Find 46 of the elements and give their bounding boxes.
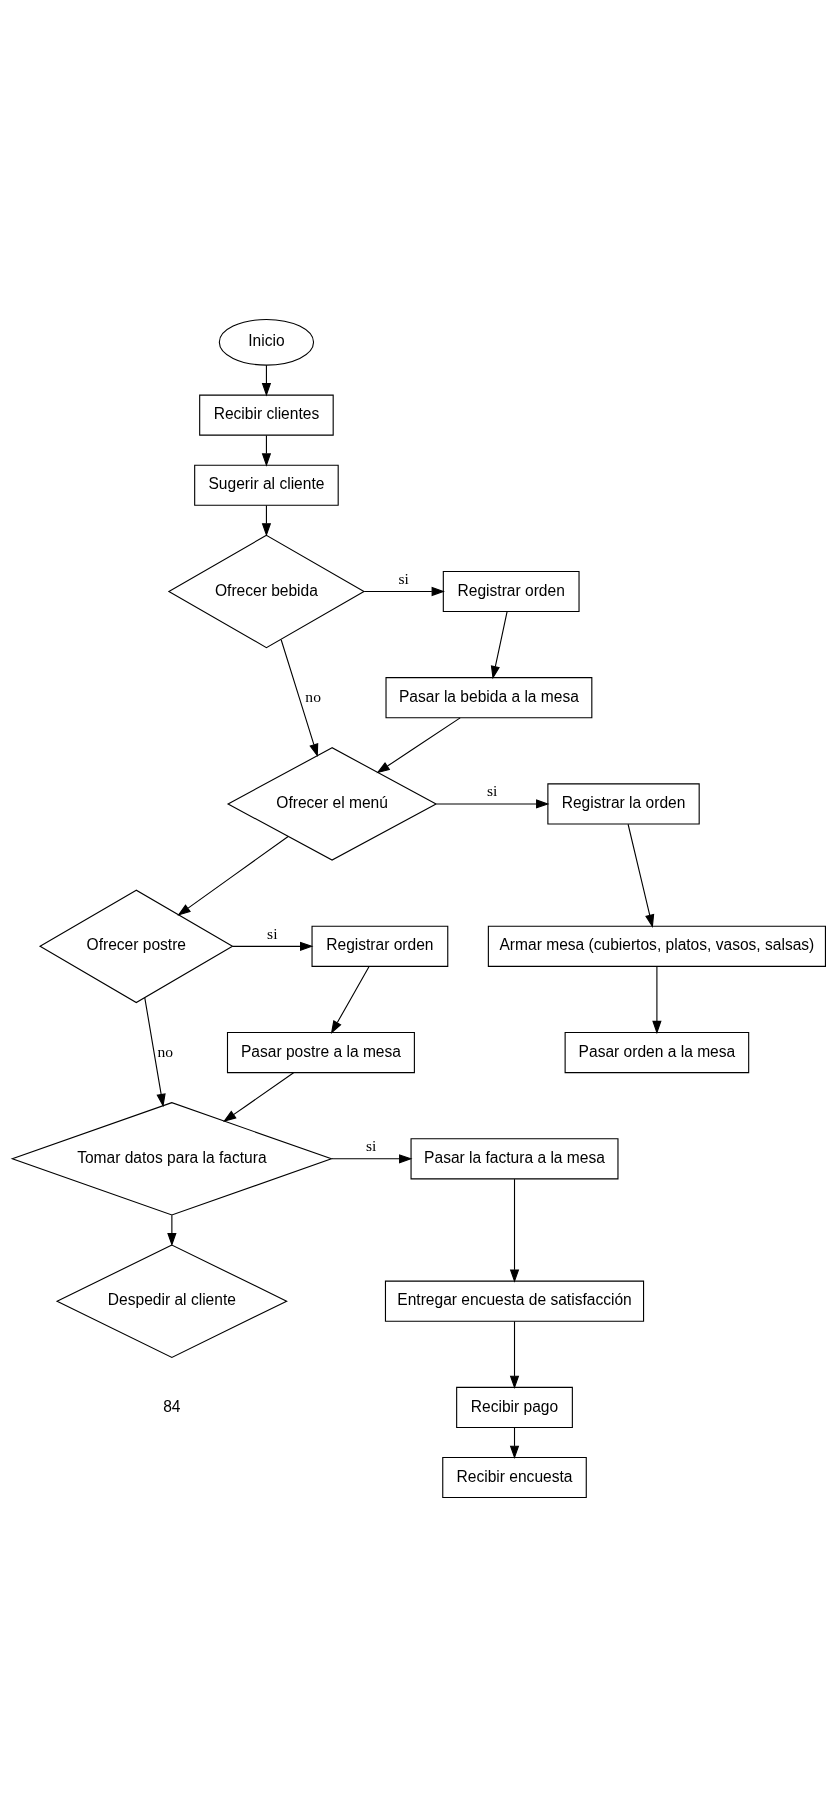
arrow xyxy=(376,717,461,774)
node-box: Entregar encuesta de satisfacción xyxy=(384,1280,645,1322)
arrow xyxy=(509,1427,520,1459)
node-box: Armar mesa (cubiertos, platos, vasos, salsas) xyxy=(487,925,826,967)
edge-label: si xyxy=(398,569,409,587)
arrow xyxy=(261,364,272,397)
arrow xyxy=(223,1072,295,1122)
edge-label: si xyxy=(267,924,278,942)
node-box: Recibir clientes xyxy=(199,394,334,436)
arrow xyxy=(280,639,319,758)
arrow xyxy=(330,965,370,1034)
node-box: Registrar orden xyxy=(311,925,449,967)
node-box: Pasar postre a la mesa xyxy=(226,1032,415,1074)
node-diamond: Ofrecer postre xyxy=(38,889,234,1004)
arrow xyxy=(509,1320,520,1390)
node-diamond: Ofrecer el menú xyxy=(226,747,438,861)
node-box: Registrar la orden xyxy=(547,783,700,825)
edge-label: no xyxy=(305,687,321,705)
node-box: Registrar orden xyxy=(442,570,580,613)
arrow xyxy=(490,611,508,680)
node-diamond: Tomar datos para la factura xyxy=(10,1102,334,1216)
node-ellipse: Inicio xyxy=(218,318,315,366)
edge-label: si xyxy=(486,782,498,800)
arrow xyxy=(435,799,550,809)
node-box: Recibir encuesta xyxy=(442,1456,587,1499)
arrow xyxy=(652,965,662,1035)
arrow xyxy=(509,1178,520,1283)
node-box: Pasar la bebida a la mesa xyxy=(385,677,593,719)
arrow xyxy=(167,1214,177,1247)
arrow xyxy=(261,434,272,467)
arrow xyxy=(363,586,445,597)
node-diamond: Despedir al cliente xyxy=(55,1244,288,1358)
edge-label: si xyxy=(365,1137,377,1155)
arrow xyxy=(144,997,166,1108)
arrow xyxy=(177,835,289,916)
arrow xyxy=(232,941,314,951)
label: 84 xyxy=(163,1397,181,1415)
node-box: Pasar orden a la mesa xyxy=(564,1032,750,1074)
arrow xyxy=(627,823,655,928)
arrow xyxy=(261,504,272,537)
node-diamond: Ofrecer bebida xyxy=(167,534,366,649)
arrow xyxy=(331,1154,413,1164)
node-box: Pasar la factura a la mesa xyxy=(410,1138,619,1180)
node-box: Recibir pago xyxy=(456,1386,573,1429)
edge-label: no xyxy=(157,1042,173,1060)
node-box: Sugerir al cliente xyxy=(194,464,339,506)
